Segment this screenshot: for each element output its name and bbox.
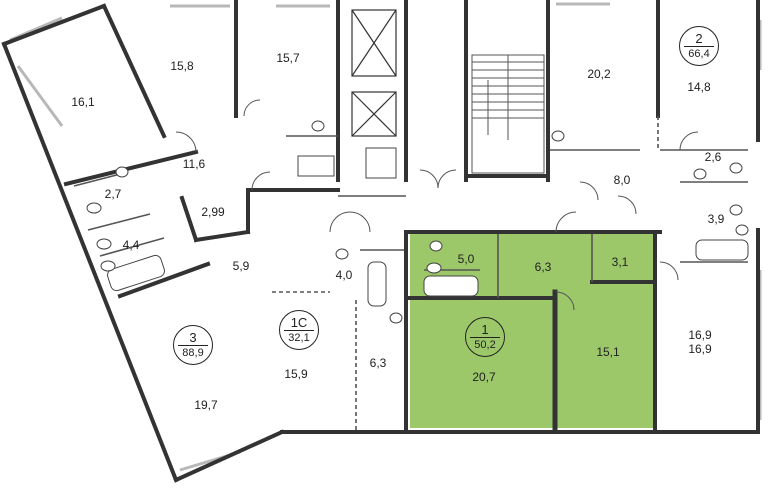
apartment-area: 50,2 [474, 339, 496, 351]
apartment-area: 88,9 [182, 347, 204, 359]
room-area: 11,6 [182, 157, 206, 171]
room-area: 20,2 [587, 67, 611, 81]
apartment-number: 1С [290, 315, 308, 330]
apartment-badge-1c[interactable]: 1С 32,1 [279, 310, 319, 350]
badge-divider [470, 337, 500, 338]
room-area: 5,9 [232, 259, 250, 273]
room-area: 6,3 [534, 260, 552, 274]
apartment-badge-3[interactable]: 3 88,9 [173, 325, 213, 365]
room-area: 2,6 [704, 150, 722, 164]
apartment-number: 1 [481, 322, 489, 337]
room-area: 3,1 [611, 255, 629, 269]
elevator-shaft [351, 9, 397, 137]
room-area: 15,9 [284, 367, 308, 381]
apartment-area: 66,4 [688, 48, 710, 60]
room-area: 19,7 [194, 398, 218, 412]
badge-divider [284, 330, 314, 331]
room-area: 16,9 [688, 328, 712, 342]
apartment-badge-2[interactable]: 2 66,4 [679, 26, 719, 66]
partitions [73, 116, 748, 430]
room-area: 14,8 [687, 80, 711, 94]
room-area: 15,7 [276, 51, 300, 65]
room-area: 5,0 [457, 252, 475, 266]
room-area: 8,0 [613, 173, 631, 187]
room-area: 6,3 [369, 356, 387, 370]
apartment-number: 3 [189, 330, 197, 345]
room-area: 4,0 [335, 268, 353, 282]
bath-fixtures [86, 120, 749, 324]
room-area: 16,1 [71, 95, 95, 109]
badge-divider [684, 46, 714, 47]
room-area: 16,9 [688, 342, 712, 356]
apartment-badge-1[interactable]: 1 50,2 [465, 317, 505, 357]
room-area: 15,8 [170, 59, 194, 73]
room-area: 15,1 [596, 345, 620, 359]
room-area: 2,99 [201, 205, 225, 219]
staircase [471, 54, 545, 174]
room-area: 20,7 [472, 370, 496, 384]
room-area: 2,7 [104, 187, 122, 201]
room-area: 3,9 [707, 212, 725, 226]
badge-divider [178, 345, 208, 346]
room-area: 4,4 [122, 238, 140, 252]
doors [175, 99, 699, 311]
walls [1, 0, 760, 483]
apartment-number: 2 [695, 31, 703, 46]
apartment-area: 32,1 [288, 332, 310, 344]
